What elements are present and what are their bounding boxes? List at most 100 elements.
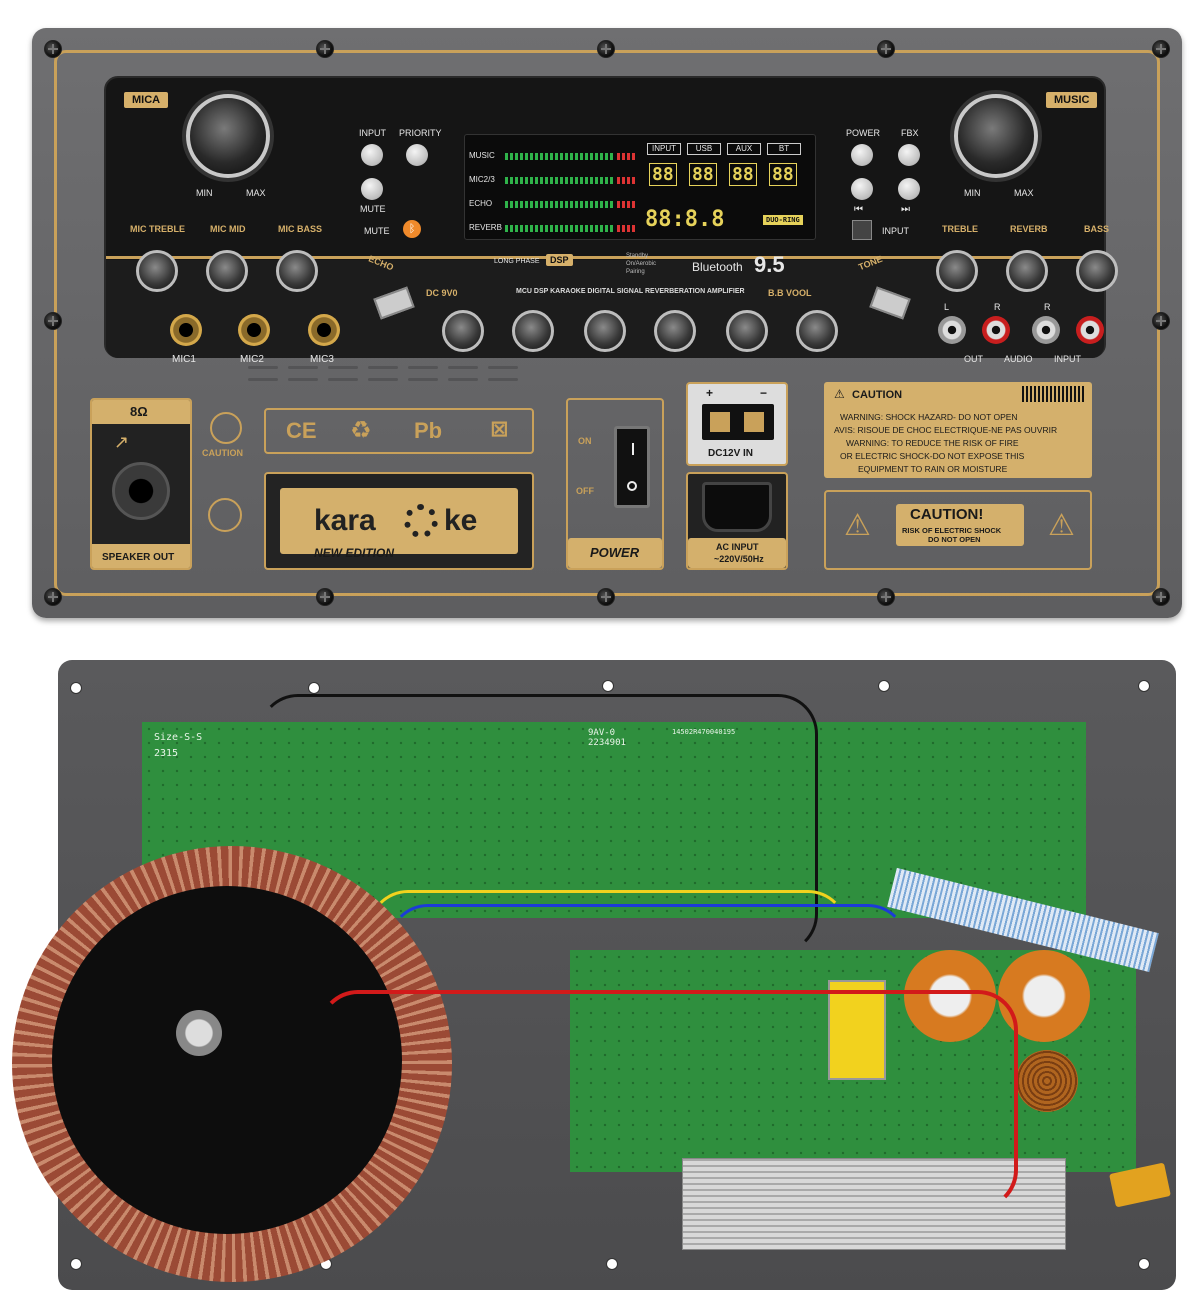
barcode <box>1022 386 1084 402</box>
fbx-button[interactable] <box>898 144 920 166</box>
ac-box: AC INPUT ~220V/50Hz <box>686 472 788 570</box>
seg-digit: 88 <box>729 163 757 186</box>
meter-echo: ECHO <box>469 199 669 211</box>
dc-terminal[interactable] <box>702 404 774 440</box>
rca-in-left[interactable] <box>1032 316 1060 344</box>
mounting-hole <box>602 680 614 692</box>
seg-digit: 88 <box>769 163 797 186</box>
power-box: ON OFF POWER <box>566 398 664 570</box>
treble-knob[interactable] <box>936 250 978 292</box>
ac-input-label: AC INPUT <box>716 542 759 552</box>
switch-off: OFF <box>576 486 594 496</box>
standby-line: Pairing <box>626 269 645 275</box>
input-select-label: INPUT <box>882 226 909 236</box>
screw-icon <box>597 588 615 606</box>
knob-min-label: MIN <box>964 188 981 198</box>
seg-clock: 88:8.8 <box>645 207 725 232</box>
mounting-hole <box>878 680 890 692</box>
vent-slot <box>448 366 478 369</box>
rca-out-label: OUT <box>964 354 983 364</box>
transformer-bolt <box>176 1010 222 1056</box>
source-tab-usb: USB <box>687 143 721 155</box>
no-water-icon <box>208 498 242 532</box>
brand-plate <box>280 488 518 554</box>
mic1-label: MIC1 <box>172 354 196 365</box>
amplifier-title: MCU DSP KARAOKE DIGITAL SIGNAL REVERBERA… <box>516 288 745 295</box>
echo-knob-6[interactable] <box>796 310 838 352</box>
mounting-hole <box>1138 1258 1150 1270</box>
recycle-icon: ♻ <box>350 417 372 444</box>
reverb-knob[interactable] <box>1006 250 1048 292</box>
screw-icon <box>316 40 334 58</box>
input-select-button[interactable] <box>852 220 872 240</box>
mic3-jack[interactable] <box>308 314 340 346</box>
mic-channel-label: MICA <box>124 92 169 108</box>
echo-knob-2[interactable] <box>512 310 554 352</box>
speakon-socket[interactable] <box>112 462 170 520</box>
standby-line: On/Aerobic <box>626 261 657 267</box>
vent-slot <box>288 366 318 369</box>
mounting-hole <box>70 1258 82 1270</box>
echo-knob-4[interactable] <box>654 310 696 352</box>
warning-line: EQUIPMENT TO RAIN OR MOISTURE <box>858 464 1008 474</box>
bass-knob[interactable] <box>1076 250 1118 292</box>
mute-button[interactable] <box>361 178 383 200</box>
mic-bass-knob[interactable] <box>276 250 318 292</box>
input-button[interactable] <box>361 144 383 166</box>
echo-knob-5[interactable] <box>726 310 768 352</box>
rca-out-left[interactable] <box>938 316 966 344</box>
back-plate: Size-S-S 2315 9AV-0 2234901 14502R470040… <box>12 660 1176 1290</box>
power-button-label: POWER <box>846 128 881 138</box>
speaker-out-band <box>92 544 190 568</box>
vent-slot <box>248 366 278 369</box>
ce-mark: CE <box>286 418 317 443</box>
rca-audio-label: AUDIO <box>1004 354 1033 364</box>
mute-button-label: MUTE <box>360 204 386 214</box>
vent-slot <box>248 378 278 381</box>
priority-button-label: PRIORITY <box>399 128 442 138</box>
rca-r-label: R <box>994 302 1001 312</box>
mic-treble-knob[interactable] <box>136 250 178 292</box>
rocker-switch[interactable] <box>614 426 650 508</box>
pcb-mark2: 2234901 <box>588 738 626 748</box>
warning-panel: CAUTION ⚠ WARNING: SHOCK HAZARD- DO NOT … <box>824 382 1092 478</box>
priority-button[interactable] <box>406 144 428 166</box>
mic-mid-knob[interactable] <box>206 250 248 292</box>
meter-music: MUSIC <box>469 151 669 163</box>
rca-in-right[interactable] <box>1076 316 1104 344</box>
warning-line: WARNING: SHOCK HAZARD- DO NOT OPEN <box>840 412 1018 422</box>
brand-swirl-icon <box>404 504 438 538</box>
mounting-hole <box>606 1258 618 1270</box>
caution-big-plate: CAUTION! RISK OF ELECTRIC SHOCK DO NOT O… <box>896 504 1024 546</box>
echo-knob-3[interactable] <box>584 310 626 352</box>
mic-volume-knob[interactable] <box>186 94 270 178</box>
screw-icon <box>877 588 895 606</box>
pcb-mark3: 14502R470040195 <box>672 728 736 736</box>
caution-small: CAUTION <box>202 448 243 458</box>
speaker-ohm-band <box>92 400 190 424</box>
power-button[interactable] <box>851 144 873 166</box>
next-button[interactable] <box>898 178 920 200</box>
brand-box: kara ke NEW EDITION <box>264 472 534 570</box>
knob-max-label: MAX <box>1014 188 1034 198</box>
meter-reverb: REVERB <box>469 223 669 235</box>
iec-socket[interactable] <box>702 482 772 532</box>
dc-minus: − <box>760 386 768 400</box>
reverb-label: REVERB <box>1010 224 1048 234</box>
music-channel-label: MUSIC <box>1046 92 1098 108</box>
inductor <box>1016 1050 1078 1112</box>
rca-out-right[interactable] <box>982 316 1010 344</box>
yellow-wire <box>368 890 848 1080</box>
screw-icon <box>597 40 615 58</box>
caution-box: ⚠ CAUTION! RISK OF ELECTRIC SHOCK DO NOT… <box>824 490 1092 570</box>
music-volume-knob[interactable] <box>954 94 1038 178</box>
seg-digit: 88 <box>689 163 717 186</box>
echo-knob-1[interactable] <box>442 310 484 352</box>
speaker-out-box: 8Ω ↗ SPEAKER OUT <box>90 398 192 570</box>
treble-label: TREBLE <box>942 224 978 234</box>
mic1-jack[interactable] <box>170 314 202 346</box>
screw-icon <box>1152 588 1170 606</box>
warning-line: AVIS: RISOUE DE CHOC ELECTRIQUE-NE PAS O… <box>834 425 1058 435</box>
mic2-jack[interactable] <box>238 314 270 346</box>
previous-button[interactable] <box>851 178 873 200</box>
